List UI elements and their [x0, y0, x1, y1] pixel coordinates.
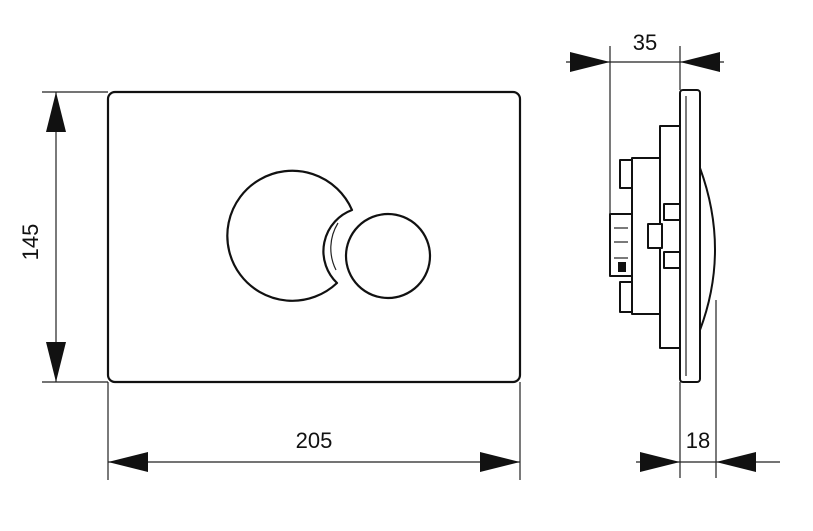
side-button-dome [699, 167, 716, 331]
large-flush-button [226, 169, 354, 302]
flush-plate-outline [106, 90, 522, 384]
width-label: 205 [296, 428, 333, 453]
arrow-plate-left [640, 452, 680, 472]
width-dimension: 205 [107, 382, 521, 480]
actuator-middle [609, 213, 633, 277]
arrow-left [108, 452, 148, 472]
depth-plate-label: 18 [686, 428, 710, 453]
frame-clip-bottom [663, 251, 681, 269]
arrow-plate-right [716, 452, 756, 472]
front-view [106, 90, 522, 384]
side-cover-plate [679, 89, 701, 383]
height-dimension: 145 [18, 91, 108, 383]
height-label: 145 [18, 224, 43, 261]
depth-plate-dimension: 18 [636, 300, 780, 478]
actuator-bottom [619, 281, 633, 313]
arrow-depth-right [680, 52, 720, 72]
frame-clip-top [663, 203, 681, 221]
mechanism-pin [647, 223, 663, 249]
arrow-up [46, 92, 66, 132]
small-flush-button [344, 212, 432, 300]
depth-total-dimension: 35 [566, 30, 724, 214]
actuator-top [619, 159, 633, 189]
arrow-right [480, 452, 520, 472]
depth-total-label: 35 [633, 30, 657, 55]
crescent-edge-detail [330, 222, 339, 271]
arrow-depth-left [570, 52, 610, 72]
actuator-detail-block [618, 262, 626, 272]
arrow-down [46, 342, 66, 382]
side-view [609, 89, 716, 383]
